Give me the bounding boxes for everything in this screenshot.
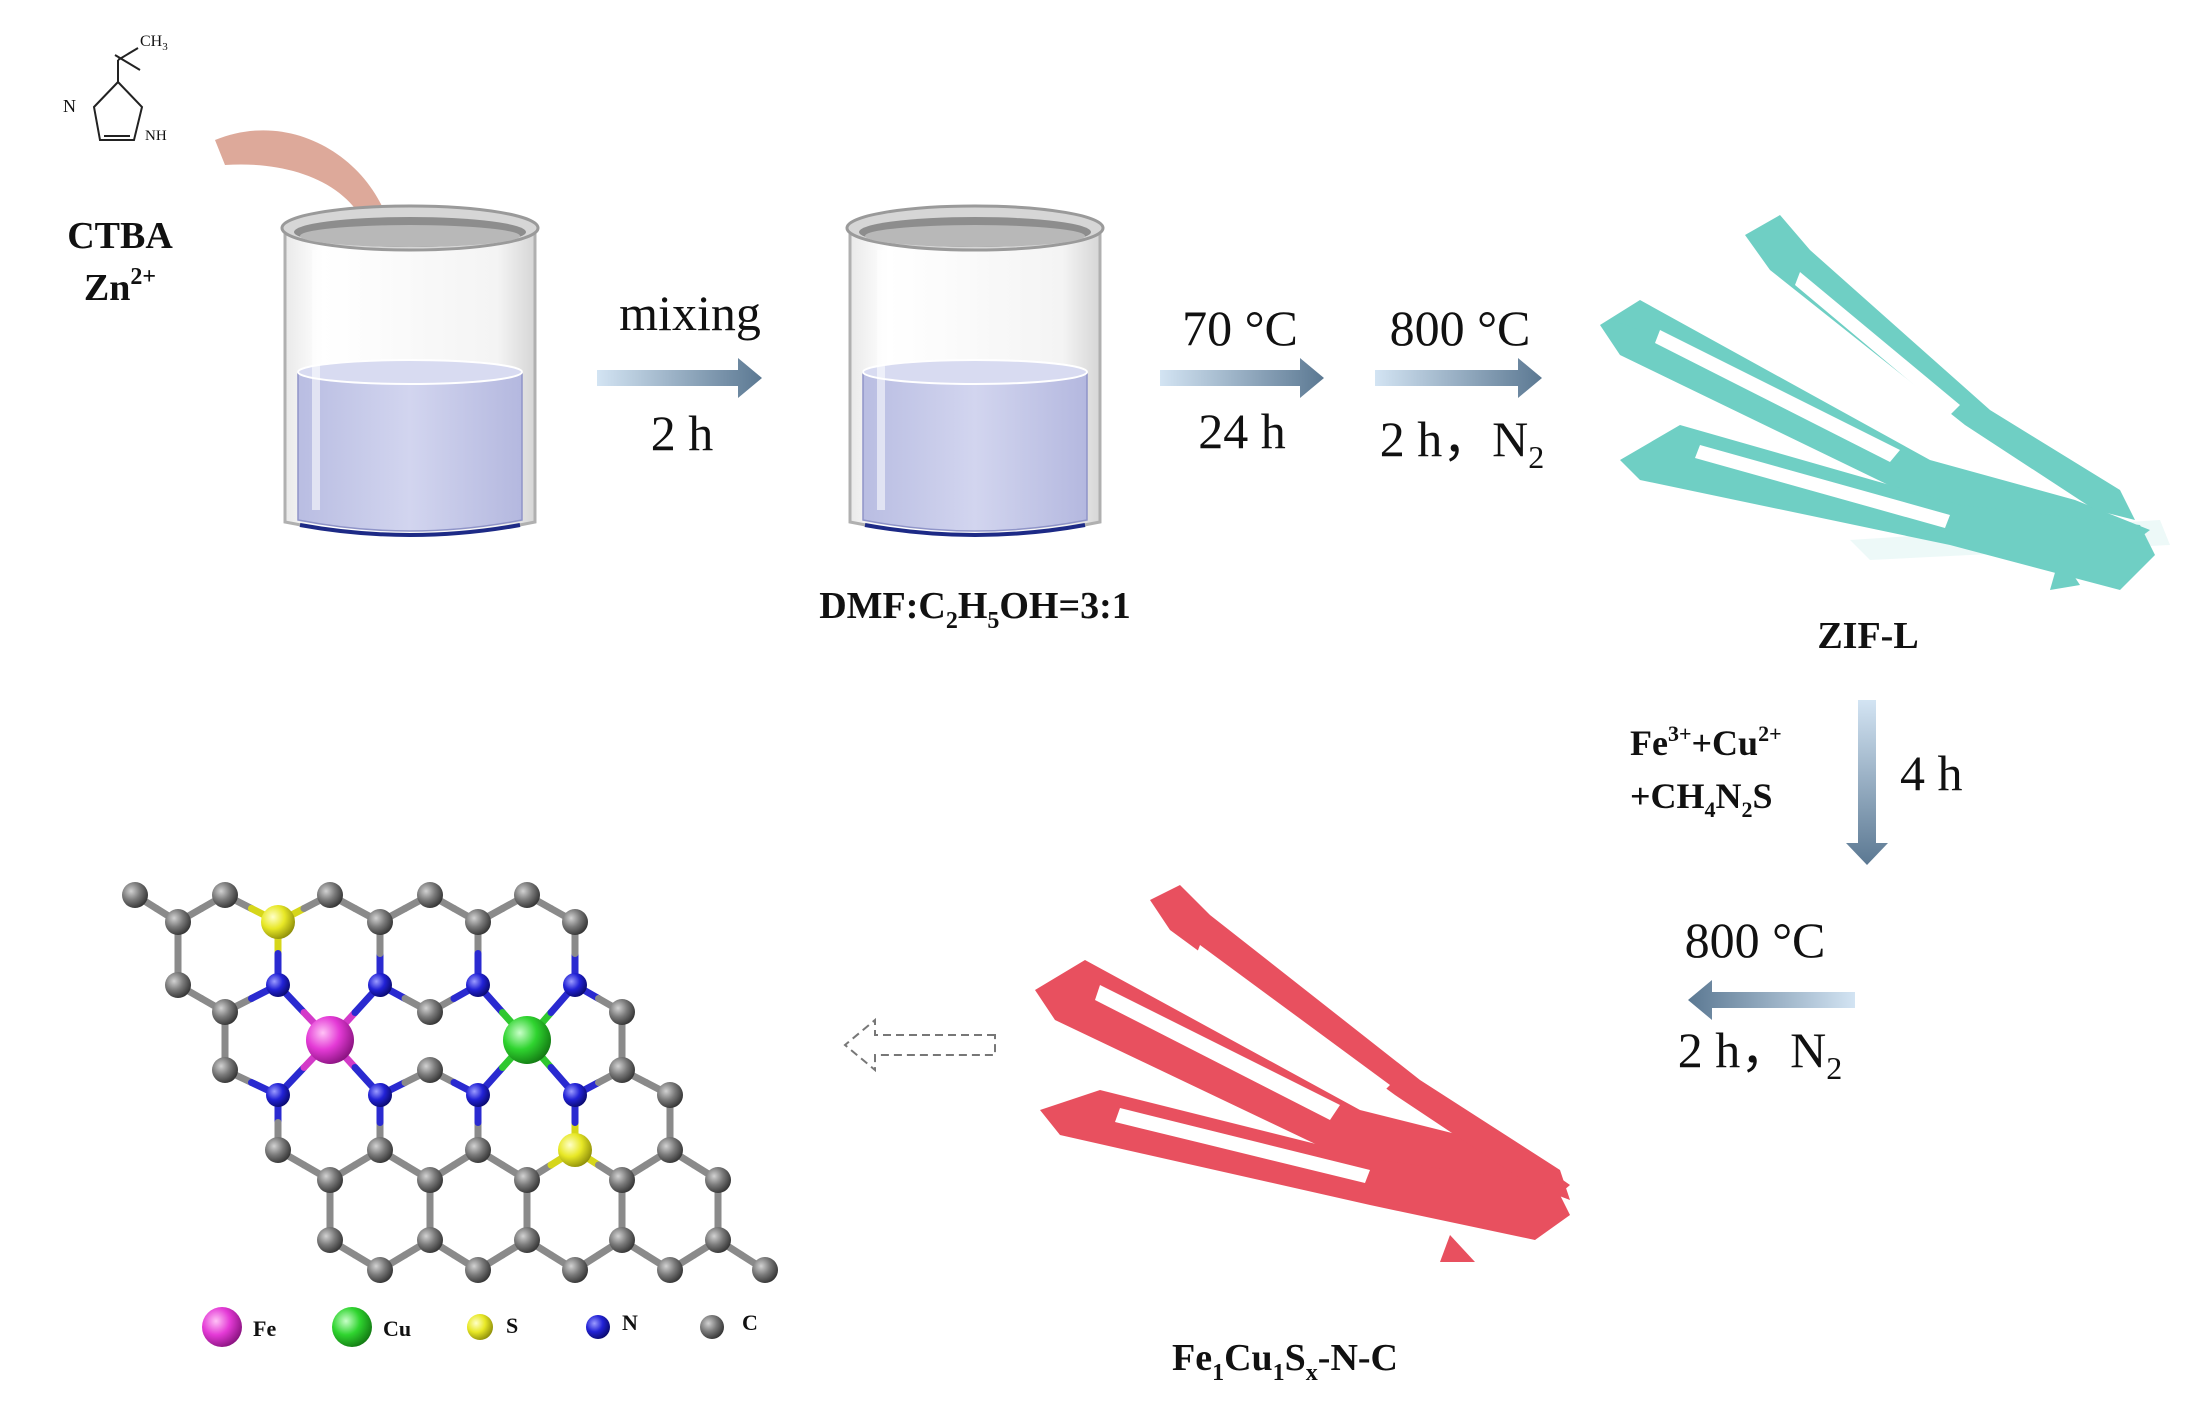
step4-reagents-line2: +CH4N2S — [1630, 776, 1773, 822]
atom-legend: Fe Cu S N C — [202, 1307, 758, 1347]
atom-n-12 — [266, 973, 290, 997]
fe-ball-icon — [202, 1307, 242, 1347]
atom-n-24 — [466, 1083, 490, 1107]
atom-s-34 — [558, 1133, 592, 1167]
atom-n-25 — [563, 1083, 587, 1107]
atom-n-21 — [266, 1083, 290, 1107]
step5-arrow — [1688, 980, 1855, 1020]
atom-c-43 — [562, 1257, 588, 1283]
atom-fe-13 — [306, 1016, 354, 1064]
step2-arrow — [1160, 358, 1324, 398]
step5-top-label: 800 °C — [1685, 912, 1826, 968]
step4-time-label: 4 h — [1900, 745, 1963, 801]
molecular-model-atoms — [122, 882, 778, 1283]
precursor-zn-label: Zn2+ — [84, 264, 156, 309]
atom-c-19 — [609, 999, 635, 1025]
product-label: Fe1Cu1Sx-N-C — [1172, 1337, 1398, 1386]
atom-c-29 — [317, 1167, 343, 1193]
atom-c-4 — [317, 882, 343, 908]
atom-c-23 — [417, 1057, 443, 1083]
atom-c-46 — [705, 1227, 731, 1253]
atom-c-42 — [514, 1227, 540, 1253]
atom-c-6 — [417, 882, 443, 908]
atom-s-3 — [261, 905, 295, 939]
atom-c-8 — [514, 882, 540, 908]
legend-fe: Fe — [202, 1307, 276, 1347]
legend-s-label: S — [506, 1313, 518, 1338]
atom-c-32 — [465, 1137, 491, 1163]
s-ball-icon — [467, 1314, 493, 1340]
atom-c-33 — [514, 1167, 540, 1193]
step3-arrow — [1375, 358, 1542, 398]
atom-c-9 — [562, 909, 588, 935]
atom-c-44 — [609, 1227, 635, 1253]
step1-bottom-label: 2 h — [651, 405, 714, 461]
atom-c-20 — [212, 1057, 238, 1083]
legend-c-label: C — [742, 1310, 758, 1335]
zif-l-label: ZIF-L — [1817, 615, 1918, 657]
step5-bottom-label: 2 h，N2 — [1678, 1022, 1843, 1086]
atom-c-35 — [609, 1167, 635, 1193]
legend-cu-label: Cu — [383, 1316, 411, 1341]
atom-c-15 — [417, 999, 443, 1025]
atom-c-31 — [417, 1167, 443, 1193]
atom-c-0 — [122, 882, 148, 908]
step3-bottom-label: 2 h，N2 — [1380, 411, 1545, 475]
step4-arrow — [1846, 700, 1888, 865]
legend-s: S — [467, 1313, 518, 1340]
n-ball-icon — [586, 1315, 610, 1339]
atom-n-22 — [368, 1083, 392, 1107]
atom-c-26 — [609, 1057, 635, 1083]
atom-c-47 — [752, 1257, 778, 1283]
legend-n-label: N — [622, 1310, 638, 1335]
legend-cu: Cu — [332, 1307, 411, 1347]
atom-c-45 — [657, 1257, 683, 1283]
step4-reagents-line1: Fe3++Cu2+ — [1630, 721, 1782, 763]
legend-n: N — [586, 1310, 638, 1339]
atom-c-5 — [367, 909, 393, 935]
atom-c-10 — [165, 972, 191, 998]
step3-top-label: 800 °C — [1390, 300, 1531, 356]
beaker-2 — [845, 204, 1105, 537]
atom-c-37 — [705, 1167, 731, 1193]
precursor-ctba-label: CTBA — [67, 215, 173, 257]
atom-c-28 — [265, 1137, 291, 1163]
fecusnc-structure — [1035, 885, 1570, 1262]
nh-label: NH — [145, 128, 167, 144]
imidazole-molecule: CH3 N NH — [63, 33, 168, 144]
step1-top-label: mixing — [619, 285, 761, 341]
atom-n-18 — [563, 973, 587, 997]
step2-bottom-label: 24 h — [1198, 403, 1286, 459]
atom-c-36 — [657, 1137, 683, 1163]
atom-c-41 — [465, 1257, 491, 1283]
atom-cu-17 — [503, 1016, 551, 1064]
step1-arrow — [597, 358, 762, 398]
atom-c-30 — [367, 1137, 393, 1163]
dashed-arrow — [843, 1017, 996, 1073]
atom-c-1 — [165, 909, 191, 935]
zif-l-structure — [1600, 215, 2170, 590]
step2-top-label: 70 °C — [1182, 300, 1298, 356]
cu-ball-icon — [332, 1307, 372, 1347]
atom-c-38 — [317, 1227, 343, 1253]
c-ball-icon — [700, 1315, 724, 1339]
atom-c-39 — [367, 1257, 393, 1283]
atom-c-11 — [212, 999, 238, 1025]
atom-c-7 — [465, 909, 491, 935]
atom-n-16 — [466, 973, 490, 997]
atom-c-2 — [212, 882, 238, 908]
legend-c: C — [700, 1310, 758, 1339]
methyl-label: CH3 — [140, 33, 168, 53]
n-label: N — [63, 96, 76, 116]
atom-n-14 — [368, 973, 392, 997]
legend-fe-label: Fe — [253, 1316, 276, 1341]
atom-c-40 — [417, 1227, 443, 1253]
beaker-1 — [280, 204, 540, 537]
solvent-label: DMF:C2H5OH=3:1 — [819, 585, 1131, 634]
atom-c-27 — [657, 1082, 683, 1108]
